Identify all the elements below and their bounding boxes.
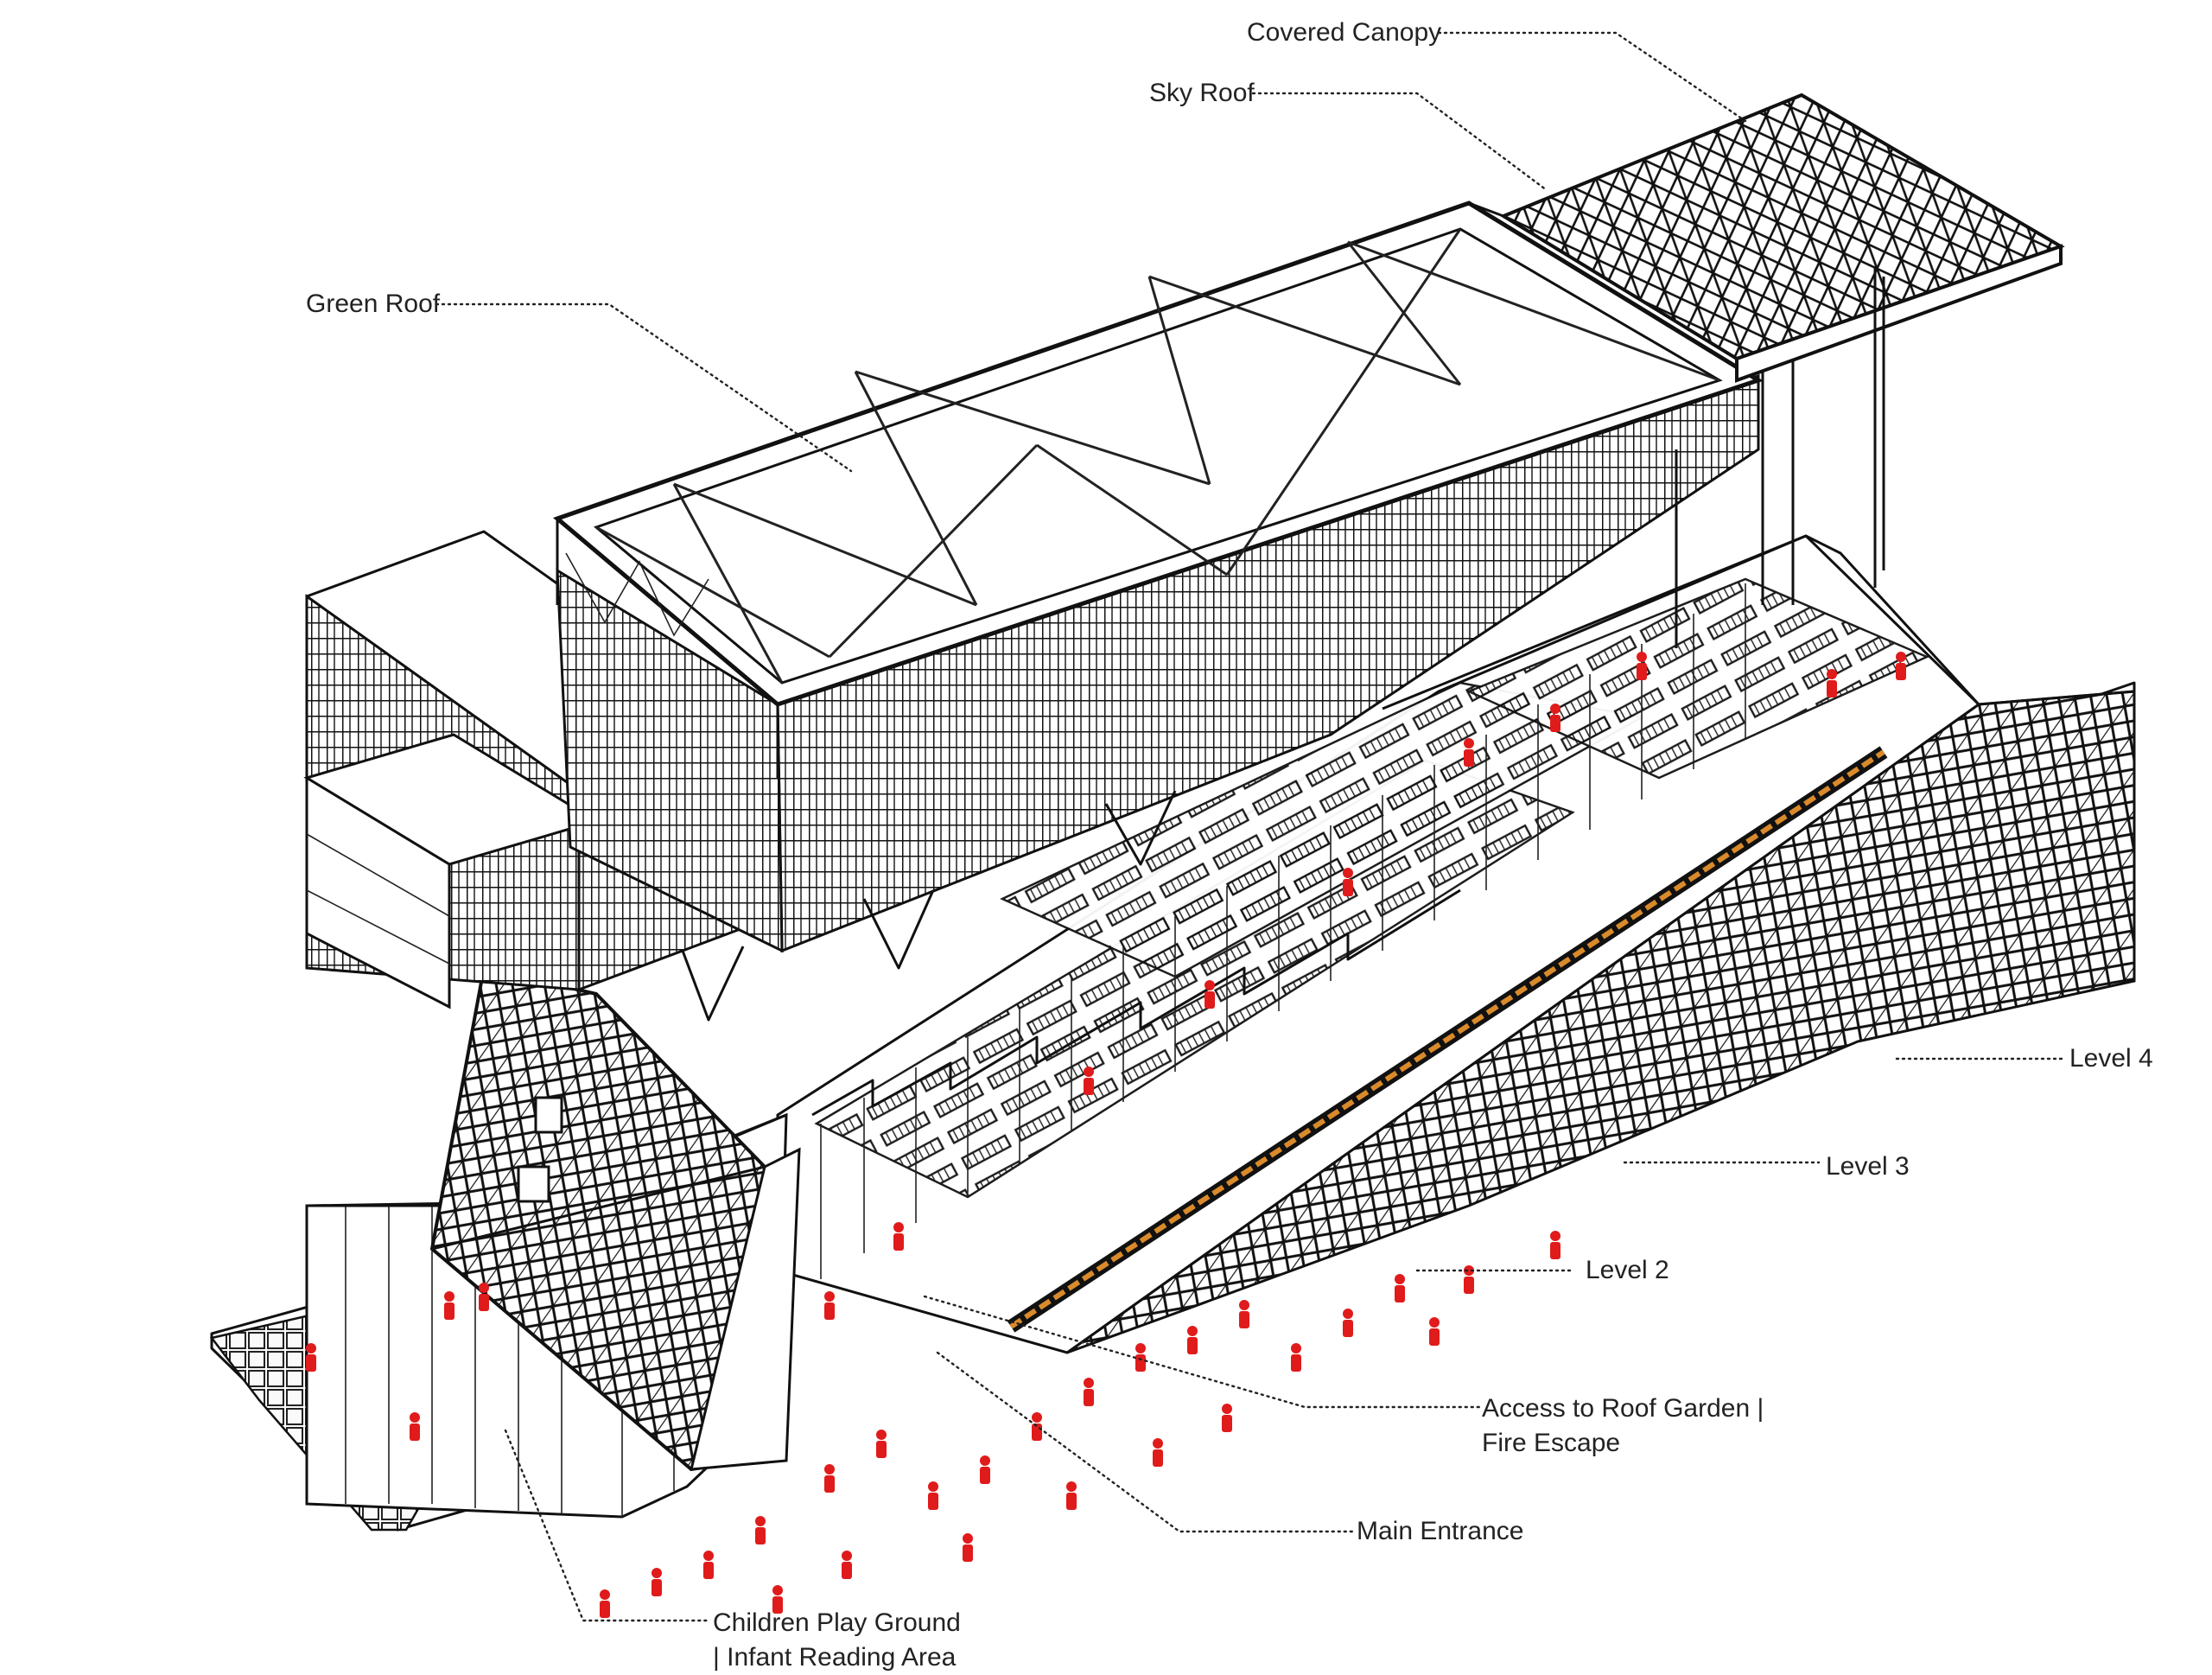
terraced-library-interior <box>776 534 1981 1354</box>
label-access-line-1: Access to Roof Garden | <box>1482 1394 1764 1423</box>
leader-lines <box>435 31 2067 1622</box>
label-access-line-2: Fire Escape <box>1482 1429 1621 1457</box>
label-children-line-2: | Infant Reading Area <box>713 1643 957 1672</box>
label-main-entrance: Main Entrance <box>1357 1517 1524 1545</box>
label-level-3: Level 3 <box>1826 1152 1910 1181</box>
label-children-line-1: Children Play Ground <box>713 1608 961 1637</box>
label-access-roof-garden: Access to Roof Garden | Fire Escape <box>1482 1392 1764 1461</box>
label-covered-canopy: Covered Canopy <box>1247 18 1442 47</box>
people-figures <box>306 652 1906 1618</box>
label-green-roof: Green Roof <box>306 290 441 318</box>
label-level-4: Level 4 <box>2069 1044 2153 1073</box>
label-children-play-ground: Children Play Ground | Infant Reading Ar… <box>713 1606 961 1675</box>
label-sky-roof: Sky Roof <box>1149 79 1255 107</box>
mesh-core-volume <box>429 965 801 1472</box>
upper-bar-volume <box>556 328 1877 1022</box>
sky-roof <box>553 201 1764 778</box>
label-level-2: Level 2 <box>1586 1256 1669 1284</box>
covered-canopy <box>1468 92 2065 579</box>
